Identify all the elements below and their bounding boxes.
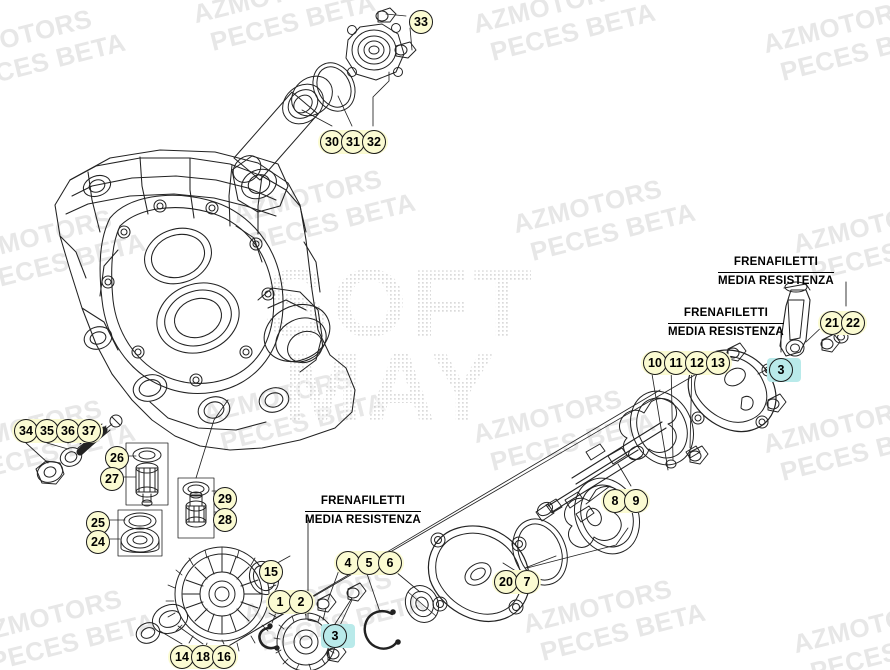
callout-badge-3[interactable]: 3 (323, 624, 347, 648)
note-frenafiletti-right-line-1: FRENAFILETTI (733, 256, 819, 268)
callout-badge-33[interactable]: 33 (409, 10, 433, 34)
watermark-line-2: PECES BETA (217, 386, 389, 457)
watermark-line-1: AZMOTORS (520, 573, 676, 640)
washer-18 (151, 603, 189, 635)
callout-badge-32[interactable]: 32 (362, 130, 386, 154)
note-frenafiletti-mid: FRENAFILETTI MEDIA RESISTENZA (668, 306, 784, 341)
watermark-line-1: AZMOTORS (0, 203, 116, 270)
note-frenafiletti-bottom: FRENAFILETTI MEDIA RESISTENZA (305, 494, 421, 529)
filter-cover-cap (345, 7, 417, 81)
oil-filter-cartridge (232, 75, 333, 183)
oring-cap-group (117, 509, 163, 557)
callout-badge-13[interactable]: 13 (706, 351, 730, 375)
watermark-line-1: AZMOTORS (230, 163, 386, 230)
watermark-line-1: AZMOTORS (470, 383, 626, 450)
watermark-line-2: PECES BETA (527, 196, 699, 267)
watermark-line-2: PECES BETA (537, 596, 709, 667)
svg-text:SOFT: SOFT (264, 258, 536, 357)
watermark-line-2: PECES BETA (247, 186, 419, 257)
note-frenafiletti-mid-line-2: MEDIA RESISTENZA (668, 325, 784, 338)
pump-bracket (779, 281, 811, 357)
pump-rotor-7 (564, 477, 640, 555)
bypass-valve-group (125, 442, 169, 507)
circlip-5 (363, 609, 401, 650)
circlip-1 (258, 623, 280, 651)
watermark-line-2: PECES BETA (777, 16, 890, 87)
callout-badge-37[interactable]: 37 (77, 419, 101, 443)
note-frenafiletti-bottom-rule (305, 510, 421, 512)
note-frenafiletti-mid-line-1: FRENAFILETTI (683, 307, 769, 319)
callout-badge-24[interactable]: 24 (86, 530, 110, 554)
callout-badge-27[interactable]: 27 (100, 467, 124, 491)
watermark-line-1: AZMOTORS (200, 363, 356, 430)
watermark-line-1: AZMOTORS (760, 0, 890, 60)
callout-badge-7[interactable]: 7 (515, 570, 539, 594)
watermark-line-2: PECES BETA (0, 606, 159, 670)
watermark-line-1: AZMOTORS (760, 393, 890, 460)
watermark-line-2: PECES BETA (807, 616, 890, 670)
callout-badge-28[interactable]: 28 (213, 508, 237, 532)
callout-badge-9[interactable]: 9 (624, 489, 648, 513)
callout-badge-15[interactable]: 15 (259, 560, 283, 584)
watermark-line-2: PECES BETA (0, 226, 149, 297)
note-frenafiletti-right-rule (718, 271, 834, 273)
assembly-axis (204, 371, 701, 661)
watermark-line-1: AZMOTORS (790, 193, 890, 260)
callout-badge-16[interactable]: 16 (212, 645, 236, 669)
watermark-line-1: AZMOTORS (0, 3, 96, 70)
watermark-line-1: AZMOTORS (790, 593, 890, 660)
note-frenafiletti-right-line-2: MEDIA RESISTENZA (718, 274, 834, 287)
watermark-line-1: AZMOTORS (510, 173, 666, 240)
inner-rotor (619, 390, 694, 466)
svg-text:MAY: MAY (282, 334, 499, 428)
callout-badge-2[interactable]: 2 (289, 590, 313, 614)
seal-6 (404, 585, 440, 623)
callout-badge-6[interactable]: 6 (378, 551, 402, 575)
note-frenafiletti-bottom-line-2: MEDIA RESISTENZA (305, 513, 421, 526)
watermark-line-2: PECES BETA (0, 26, 129, 97)
pump-bolts (316, 582, 367, 663)
note-frenafiletti-bottom-line-1: FRENAFILETTI (320, 495, 406, 507)
watermark-line-1: AZMOTORS (190, 0, 371, 30)
engine-case-drawing (54, 149, 356, 451)
callout-badge-3[interactable]: 3 (769, 358, 793, 382)
ring-14 (135, 622, 161, 644)
callout-badge-25[interactable]: 25 (86, 511, 110, 535)
watermark-line-2: PECES BETA (207, 0, 379, 57)
watermark-line-2: PECES BETA (487, 0, 659, 67)
soft-may-watermark: SOFT MAY (264, 258, 536, 428)
note-frenafiletti-mid-rule (668, 322, 784, 324)
note-frenafiletti-right: FRENAFILETTI MEDIA RESISTENZA (718, 255, 834, 290)
watermark-line-1: AZMOTORS (470, 0, 626, 40)
watermark-line-2: PECES BETA (487, 406, 659, 477)
callout-badge-22[interactable]: 22 (841, 311, 865, 335)
watermark-line-1: AZMOTORS (0, 583, 126, 650)
pressure-switch-group (177, 477, 215, 539)
watermark-line-2: PECES BETA (777, 416, 890, 487)
oring-31 (312, 62, 356, 112)
